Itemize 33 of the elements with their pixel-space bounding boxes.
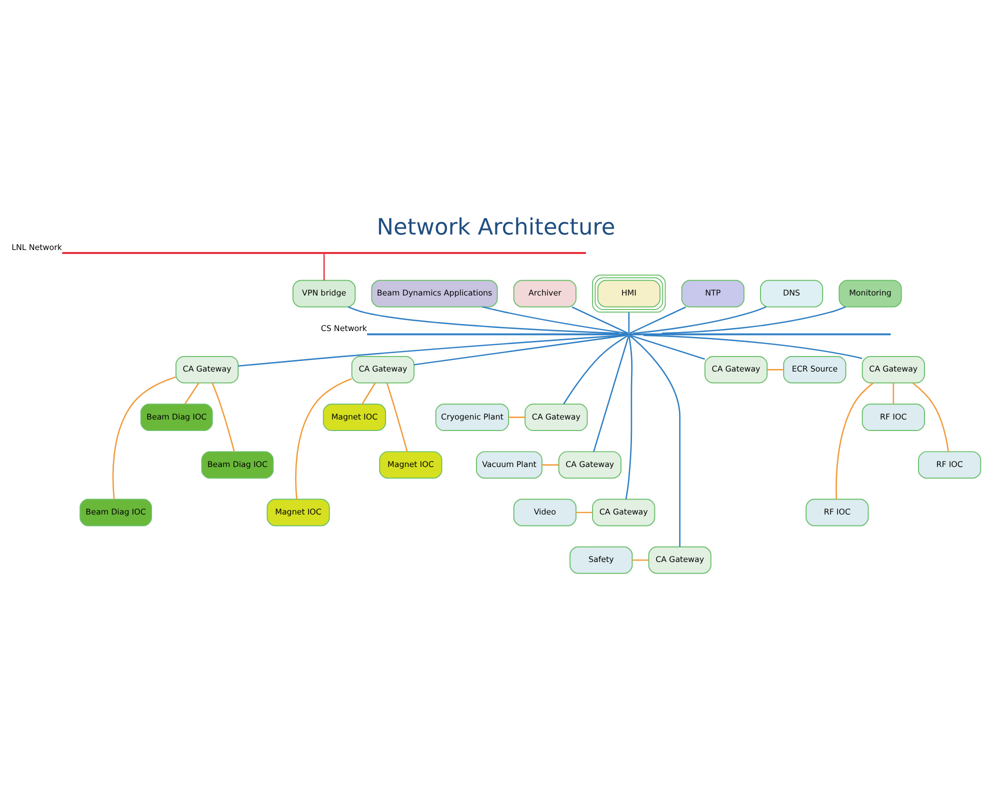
connector — [386, 382, 408, 452]
connector — [629, 334, 680, 547]
connector — [572, 306, 628, 334]
connector — [912, 382, 949, 452]
node-bar — [367, 333, 891, 336]
connector — [629, 306, 686, 334]
connector — [563, 334, 628, 404]
connector — [508, 416, 525, 418]
connector — [238, 334, 624, 367]
connector — [836, 382, 874, 500]
connector — [542, 464, 559, 466]
node-bar — [62, 252, 586, 254]
connector — [482, 306, 627, 334]
connector — [414, 334, 627, 366]
connector — [348, 306, 620, 334]
connector — [662, 306, 846, 334]
connector — [625, 335, 633, 500]
connector — [323, 254, 325, 280]
connector — [632, 559, 649, 561]
connector — [212, 382, 235, 452]
connector — [632, 306, 766, 334]
connector — [362, 382, 376, 404]
connector — [644, 334, 862, 360]
connector — [295, 378, 352, 500]
connector — [630, 334, 706, 360]
connector — [112, 376, 176, 500]
connector — [593, 335, 630, 452]
connector — [184, 382, 200, 404]
connector — [576, 512, 592, 514]
connector — [628, 312, 630, 334]
diagram-title: Network Architecture — [376, 214, 616, 240]
connector — [892, 383, 894, 404]
connector — [767, 369, 784, 370]
